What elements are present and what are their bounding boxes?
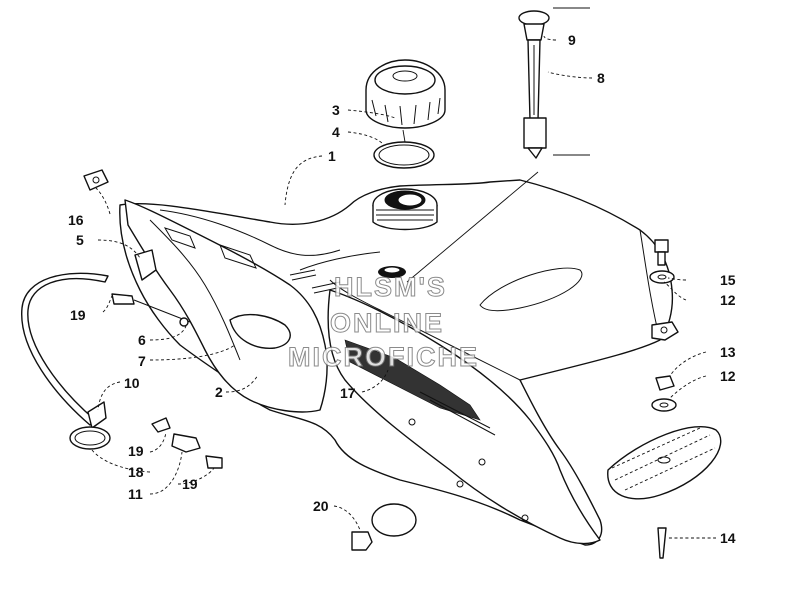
callout-3: 3	[332, 102, 340, 118]
callout-1: 1	[328, 148, 336, 164]
callout-9: 9	[568, 32, 576, 48]
washer-12-lower	[651, 398, 677, 412]
callout-18: 18	[128, 464, 144, 480]
watermark: HLSM'S ONLINE MICROFICHE	[288, 272, 479, 373]
callout-7: 7	[138, 353, 146, 369]
leader-lines	[91, 35, 716, 539]
callout-12-lower: 12	[720, 368, 736, 384]
nut-13	[655, 375, 675, 391]
callout-19-mid: 19	[128, 443, 144, 459]
fuel-cap	[365, 59, 446, 129]
hose-clamp	[69, 426, 111, 450]
watermark-line-2: ONLINE	[330, 308, 444, 338]
spacer-20	[371, 503, 417, 537]
callout-11: 11	[128, 486, 143, 502]
callout-2: 2	[215, 384, 223, 400]
callout-19-left: 19	[70, 307, 86, 323]
watermark-line-3: MICROFICHE	[288, 342, 479, 372]
bolt-15	[654, 239, 669, 266]
fuel-sender	[518, 7, 590, 159]
callout-12-upper: 12	[720, 292, 736, 308]
watermark-line-1: HLSM'S	[334, 272, 447, 302]
nut-20	[351, 531, 373, 551]
fuel-valve	[151, 417, 223, 469]
vent-hose	[21, 272, 109, 429]
bolt-14	[657, 527, 667, 559]
washer-12-upper	[649, 270, 675, 284]
callout-8: 8	[597, 70, 605, 86]
callout-17: 17	[340, 385, 356, 401]
callout-10: 10	[124, 375, 140, 391]
callout-13: 13	[720, 344, 736, 360]
lower-shroud	[327, 289, 601, 545]
callout-15: 15	[720, 272, 736, 288]
callout-4: 4	[332, 124, 340, 140]
callout-14: 14	[720, 530, 736, 546]
callout-16: 16	[68, 212, 84, 228]
callouts: 1 2 3 4 5 6 7 8 9 10 11 12 12 13 14 15 1…	[68, 32, 736, 546]
tank-side-shroud	[124, 199, 328, 413]
callout-20: 20	[313, 498, 329, 514]
callout-19-right: 19	[182, 476, 198, 492]
mount-bracket	[134, 249, 157, 281]
callout-5: 5	[76, 232, 84, 248]
cap-gasket	[373, 141, 435, 169]
heat-shield-pad	[607, 426, 722, 500]
vent-fitting	[111, 293, 191, 327]
rubber-grommet	[83, 169, 109, 191]
callout-6: 6	[138, 332, 146, 348]
tank-bolts	[289, 269, 343, 294]
